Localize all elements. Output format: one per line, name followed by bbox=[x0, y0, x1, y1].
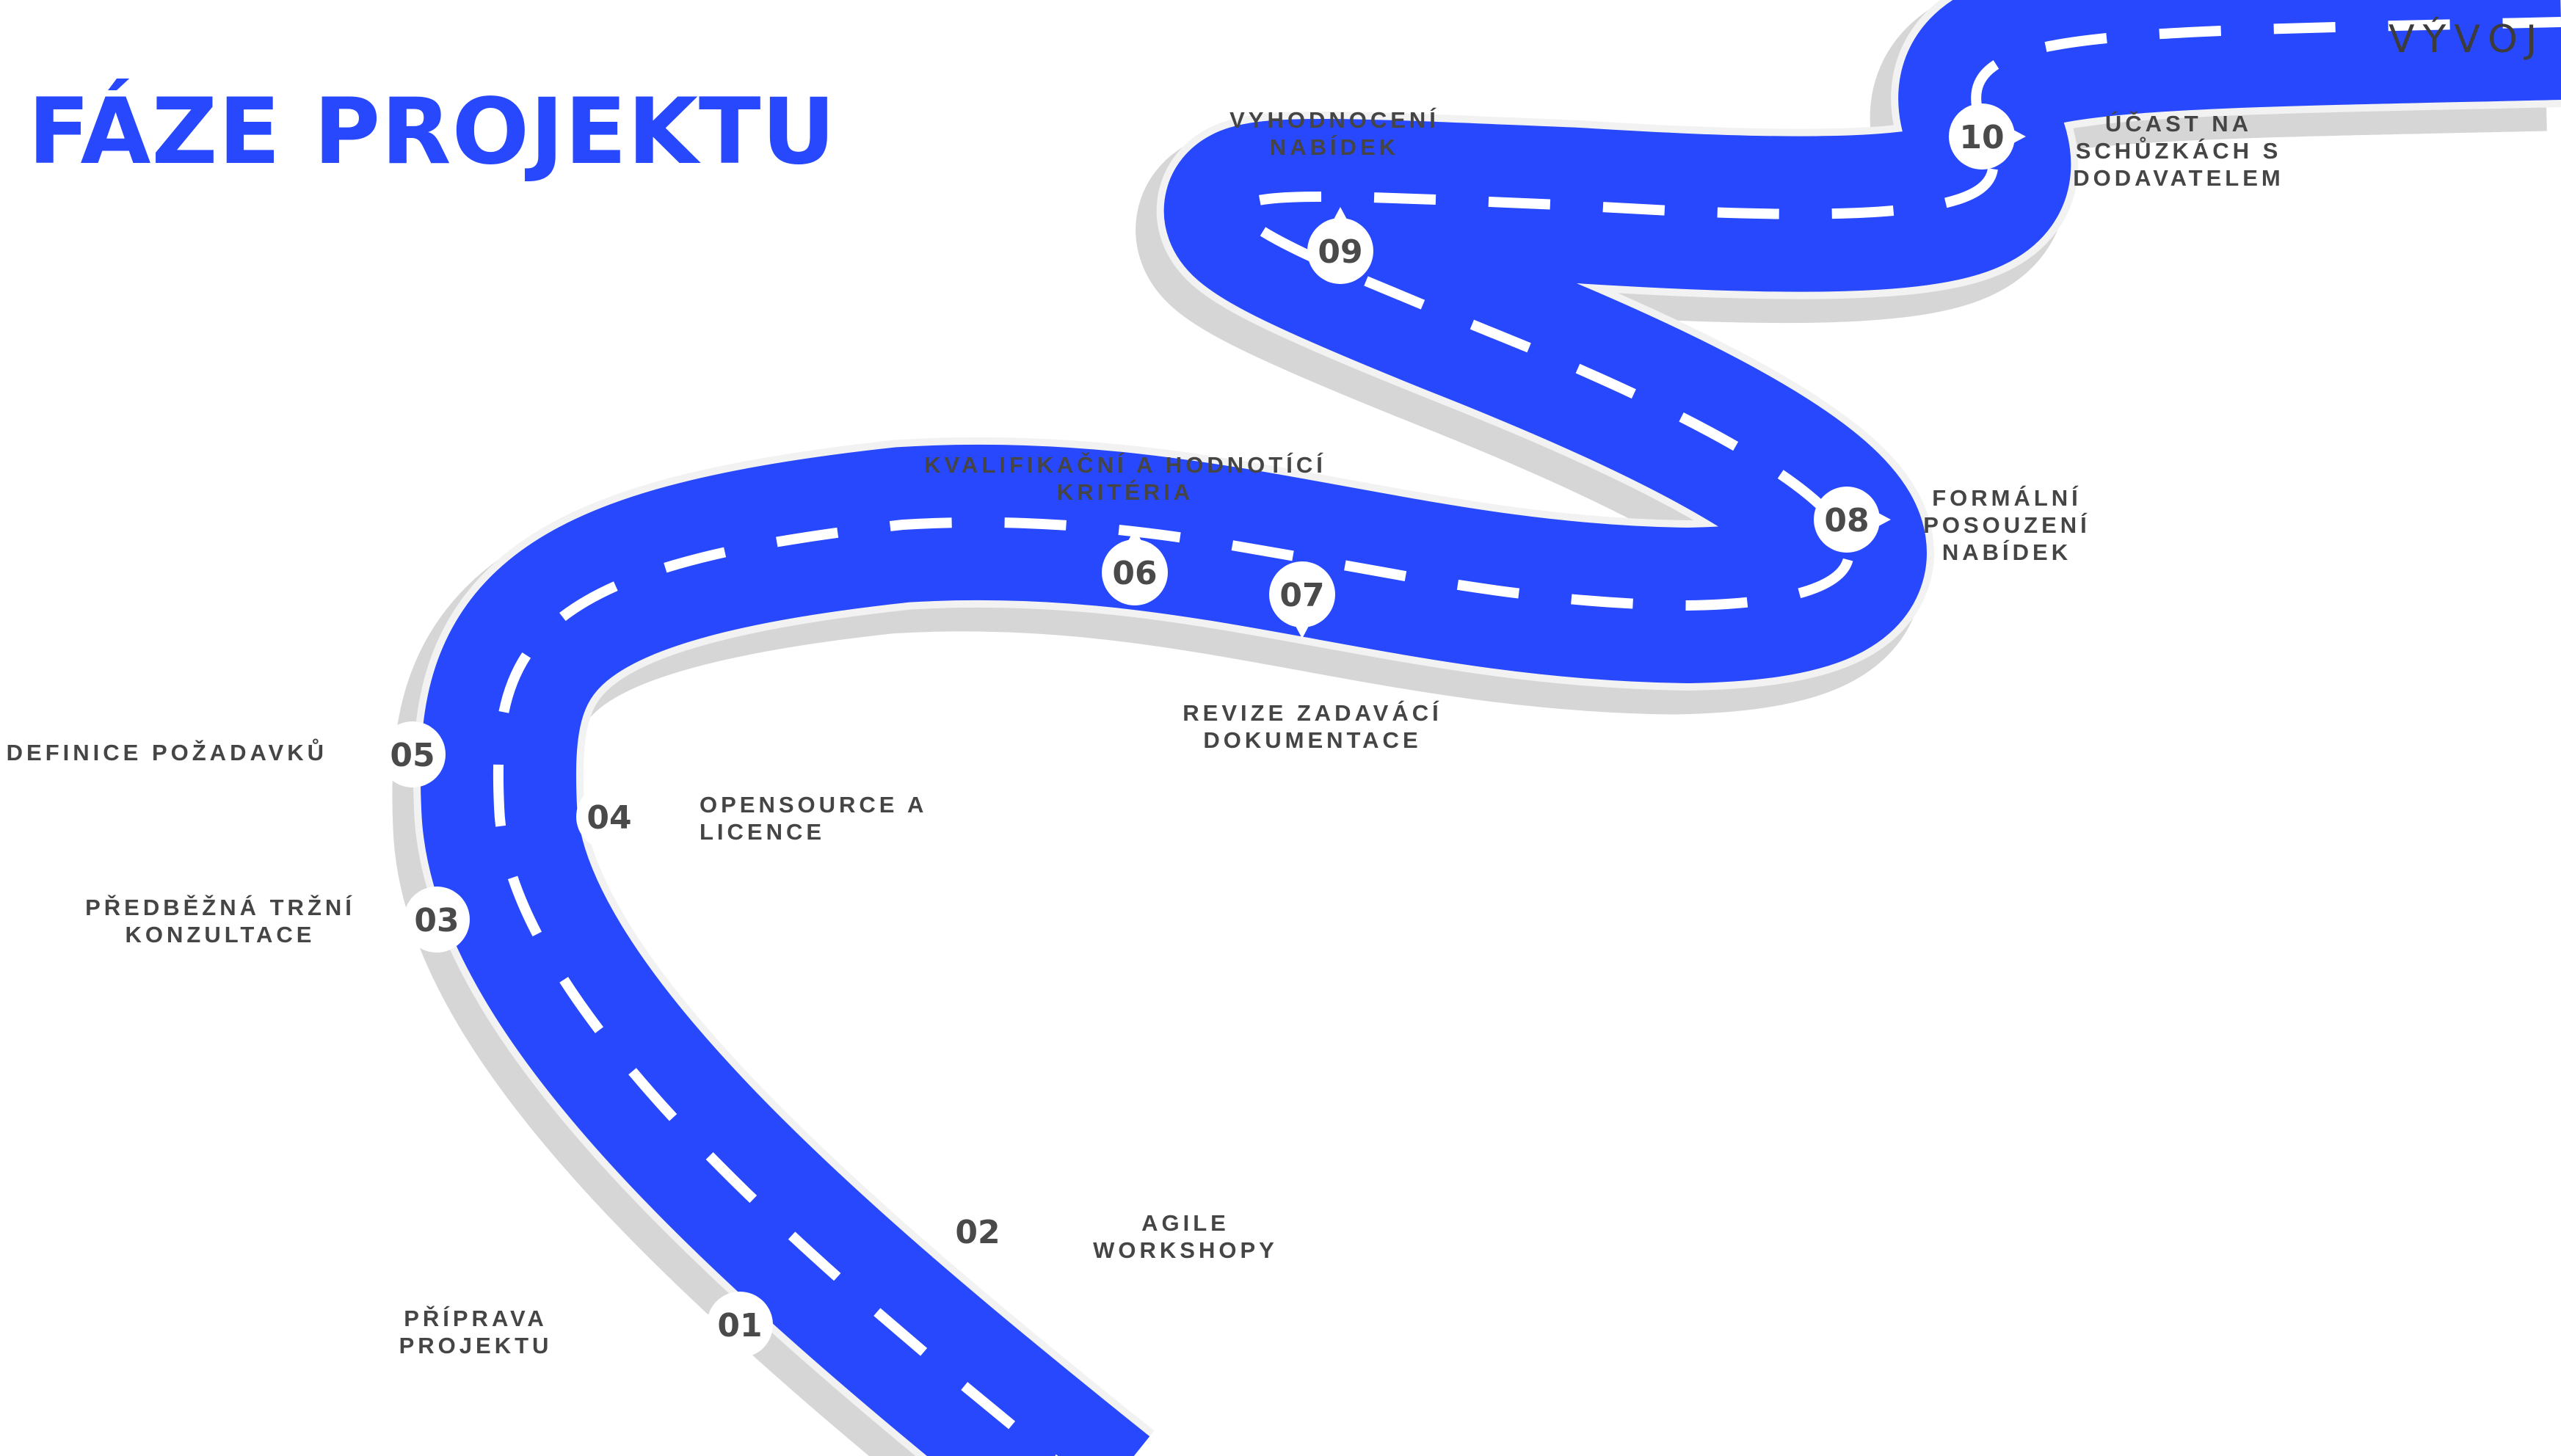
milestone-marker: 02 bbox=[945, 1198, 1022, 1264]
milestone-marker: 06 bbox=[1102, 528, 1168, 605]
milestone-marker: 10 bbox=[1949, 103, 2026, 170]
marker-circle bbox=[379, 721, 446, 787]
milestone-number: 01 bbox=[717, 1307, 762, 1344]
marker-circle bbox=[404, 887, 470, 953]
road-surface bbox=[420, 0, 2561, 1456]
end-label: VÝVOJ bbox=[2389, 18, 2546, 62]
page-title: FÁZE PROJEKTU bbox=[28, 79, 837, 185]
marker-circle bbox=[576, 784, 642, 850]
milestone-marker: 05 bbox=[368, 721, 446, 787]
milestone-marker: 04 bbox=[576, 784, 653, 850]
milestone-label: ÚČAST NA SCHŮZKÁCH S DODAVATELEM bbox=[2073, 111, 2284, 191]
marker-circle bbox=[1814, 487, 1880, 553]
milestone-label: REVIZE ZADAVÁCÍ DOKUMENTACE bbox=[1183, 700, 1442, 753]
milestone-label: PŘÍPRAVA PROJEKTU bbox=[399, 1306, 553, 1358]
milestone-number: 02 bbox=[955, 1214, 1000, 1251]
milestone-marker: 09 bbox=[1307, 207, 1373, 284]
milestone-label: VYHODNOCENÍ NABÍDEK bbox=[1229, 107, 1439, 160]
milestone-number: 06 bbox=[1112, 555, 1157, 592]
milestone-number: 05 bbox=[390, 737, 435, 774]
milestone-number: 04 bbox=[586, 799, 631, 837]
milestone-label: PŘEDBĚŽNÁ TRŽNÍ KONZULTACE bbox=[85, 895, 355, 947]
milestone-marker: 01 bbox=[696, 1292, 773, 1358]
marker-circle bbox=[707, 1292, 773, 1358]
marker-circle bbox=[1269, 561, 1335, 627]
milestone-label: FORMÁLNÍ POSOUZENÍ NABÍDEK bbox=[1923, 485, 2090, 565]
milestone-marker: 08 bbox=[1814, 487, 1891, 553]
milestone-number: 09 bbox=[1318, 233, 1362, 271]
lane-markings bbox=[493, 17, 2561, 1456]
milestone-label: DEFINICE POŽADAVKŮ bbox=[6, 740, 327, 765]
milestone-number: 07 bbox=[1279, 577, 1324, 614]
milestone-number: 08 bbox=[1824, 502, 1869, 539]
marker-circle bbox=[1949, 103, 2015, 170]
milestone-number: 10 bbox=[1959, 119, 2004, 156]
milestone-number: 03 bbox=[414, 902, 459, 939]
milestone-label: OPENSOURCE A LICENCE bbox=[700, 792, 928, 845]
milestone-marker: 07 bbox=[1269, 561, 1335, 638]
milestone-label: AGILE WORKSHOPY bbox=[1093, 1210, 1278, 1263]
milestone-label: KVALIFIKAČNÍ A HODNOTÍCÍ KRITÉRIA bbox=[924, 452, 1326, 505]
milestone-marker: 03 bbox=[393, 887, 470, 953]
marker-circle bbox=[945, 1198, 1011, 1264]
marker-circle bbox=[1102, 539, 1168, 605]
marker-circle bbox=[1307, 218, 1373, 284]
